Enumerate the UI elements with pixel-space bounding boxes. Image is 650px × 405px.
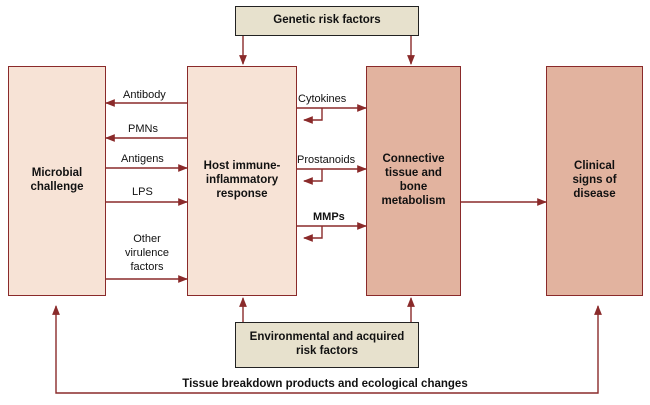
genetic-risk-label: Genetic risk factors bbox=[273, 14, 381, 27]
arrow-prostanoids-feedback bbox=[303, 169, 323, 185]
lps-label: LPS bbox=[132, 186, 153, 198]
arrow-cytokines-feedback bbox=[303, 108, 323, 124]
clinical-signs-label: Clinical signs of disease bbox=[572, 160, 617, 200]
mmps-label: MMPs bbox=[313, 211, 345, 223]
microbial-challenge-label: Microbial challenge bbox=[30, 167, 84, 193]
feedback-loop-label: Tissue breakdown products and ecological… bbox=[182, 378, 468, 390]
connective-tissue-label: Connective tissue and bone metabolism bbox=[381, 153, 446, 207]
clinical-signs-box: Clinical signs of disease bbox=[546, 66, 643, 296]
host-response-label: Host immune-inflammatory response bbox=[203, 160, 281, 200]
connective-tissue-box: Connective tissue and bone metabolism bbox=[366, 66, 461, 296]
host-response-box: Host immune-inflammatory response bbox=[187, 66, 297, 296]
prostanoids-label: Prostanoids bbox=[297, 154, 356, 166]
antibody-label: Antibody bbox=[123, 89, 166, 101]
arrow-mmps-feedback bbox=[303, 226, 323, 242]
arrow-feedback-loop bbox=[52, 305, 602, 394]
cytokines-label: Cytokines bbox=[298, 93, 347, 105]
other-virulence-label: Other virulence factors bbox=[124, 233, 170, 273]
microbial-challenge-box: Microbial challenge bbox=[8, 66, 106, 296]
environmental-risk-label: Environmental and acquired risk factors bbox=[249, 331, 405, 357]
genetic-risk-box: Genetic risk factors bbox=[235, 6, 419, 36]
pmns-label: PMNs bbox=[128, 123, 158, 135]
antigens-label: Antigens bbox=[121, 153, 164, 165]
environmental-risk-box: Environmental and acquired risk factors bbox=[235, 322, 419, 368]
